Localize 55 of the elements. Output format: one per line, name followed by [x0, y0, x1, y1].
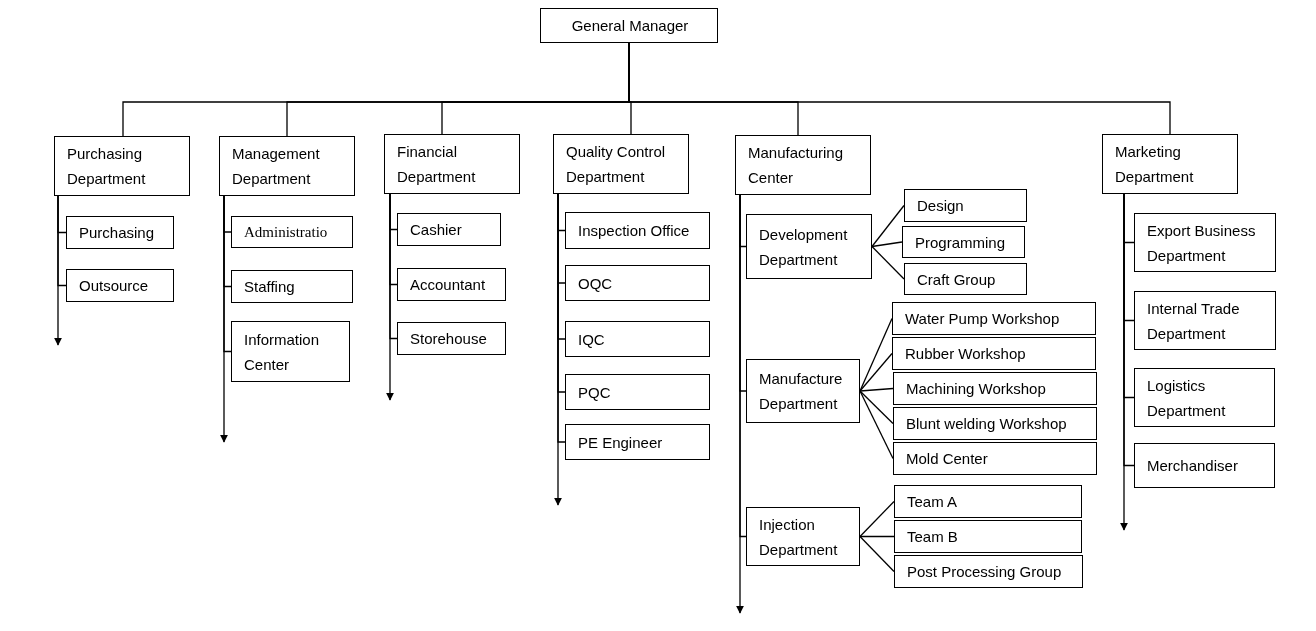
department-box: Manufacturing Center: [735, 135, 871, 195]
unit-box: PE Engineer: [565, 424, 710, 460]
unit-box: Machining Workshop: [893, 372, 1097, 405]
unit-box: Programming: [902, 226, 1025, 258]
unit-box: Administratio: [231, 216, 353, 248]
unit-box: Post Processing Group: [894, 555, 1083, 588]
unit-box: OQC: [565, 265, 710, 301]
connector-line: [859, 390, 894, 425]
connector-line: [871, 245, 905, 280]
connector-line: [859, 390, 894, 460]
unit-box: Manufacture Department: [746, 359, 860, 423]
unit-box: Staffing: [231, 270, 353, 303]
arrow: [736, 194, 744, 614]
unit-box: Information Center: [231, 321, 350, 382]
manager-box: General Manager: [540, 8, 718, 43]
unit-box: Inspection Office: [565, 212, 710, 249]
arrow: [554, 193, 562, 506]
unit-box: Design: [904, 189, 1027, 222]
unit-box: Development Department: [746, 214, 872, 279]
unit-box: Team B: [894, 520, 1082, 553]
department-box: Purchasing Department: [54, 136, 190, 196]
connector-line: [859, 387, 894, 392]
connector-line: [859, 352, 893, 392]
connector-line: [859, 500, 895, 538]
arrow: [1120, 193, 1128, 531]
connector-line: [859, 535, 895, 573]
unit-box: Accountant: [397, 268, 506, 301]
unit-box: Export Business Department: [1134, 213, 1276, 272]
unit-box: Blunt welding Workshop: [893, 407, 1097, 440]
unit-box: Internal Trade Department: [1134, 291, 1276, 350]
unit-box: IQC: [565, 321, 710, 357]
connector-line: [871, 241, 903, 248]
arrow: [220, 195, 228, 443]
unit-box: Rubber Workshop: [892, 337, 1096, 370]
unit-box: PQC: [565, 374, 710, 410]
unit-box: Mold Center: [893, 442, 1097, 475]
department-box: Management Department: [219, 136, 355, 196]
connector-line: [859, 317, 893, 392]
unit-box: Outsource: [66, 269, 174, 302]
department-box: Financial Department: [384, 134, 520, 194]
arrow: [54, 195, 62, 346]
unit-box: Team A: [894, 485, 1082, 518]
unit-box: Merchandiser: [1134, 443, 1275, 488]
department-box: Quality Control Department: [553, 134, 689, 194]
unit-box: Craft Group: [904, 263, 1027, 295]
connector-line: [859, 535, 895, 538]
unit-box: Storehouse: [397, 322, 506, 355]
unit-box: Purchasing: [66, 216, 174, 249]
arrow: [386, 193, 394, 401]
unit-box: Water Pump Workshop: [892, 302, 1096, 335]
unit-box: Logistics Department: [1134, 368, 1275, 427]
department-box: Marketing Department: [1102, 134, 1238, 194]
connector-line: [871, 204, 905, 248]
unit-box: Injection Department: [746, 507, 860, 566]
unit-box: Cashier: [397, 213, 501, 246]
